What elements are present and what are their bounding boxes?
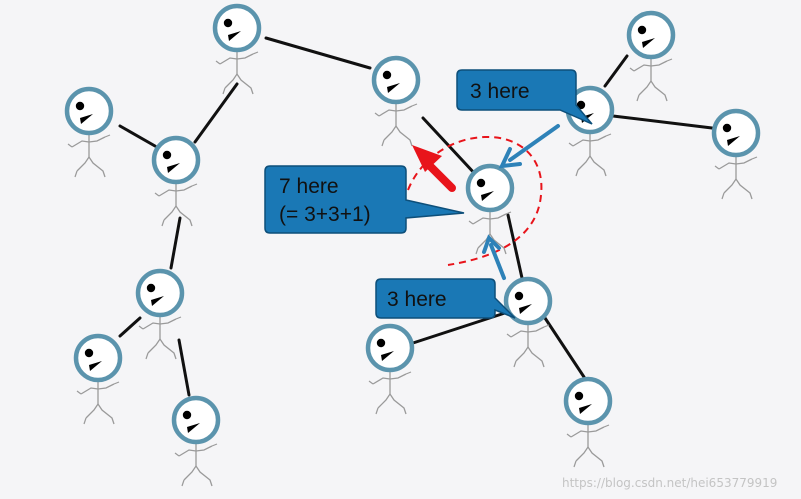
edge: [171, 218, 180, 268]
edge: [120, 318, 140, 336]
edge: [545, 318, 584, 377]
callout-7-here: 7 here (= 3+3+1): [265, 166, 464, 233]
edge: [613, 116, 712, 128]
person-icon: [67, 89, 111, 177]
callout-text-line2: (= 3+3+1): [279, 203, 371, 226]
person-icon: [174, 398, 218, 486]
callout-3-here-top: 3 here: [457, 70, 592, 124]
person-icon: [154, 138, 198, 226]
edge: [120, 126, 155, 146]
watermark-text: https://blog.csdn.net/hei653779919: [562, 476, 777, 490]
arrow-icon: [412, 145, 452, 188]
callout-text-line1: 7 here: [279, 175, 339, 198]
person-icon: [714, 111, 758, 199]
person-icon: [138, 271, 182, 359]
person-icon: [368, 326, 412, 414]
tree-nodes: [67, 6, 758, 486]
callout-text: 3 here: [470, 80, 530, 103]
arrow-icon: [502, 126, 558, 166]
person-icon: [506, 279, 550, 367]
person-icon: [215, 6, 259, 94]
person-icon: [374, 58, 418, 146]
arrow-icon: [484, 238, 504, 278]
person-icon: [566, 379, 610, 467]
edge: [508, 215, 522, 278]
callout-3-here-bottom: 3 here: [376, 279, 515, 318]
edge: [179, 340, 189, 395]
person-icon: [629, 13, 673, 101]
edge: [605, 56, 627, 86]
callout-text: 3 here: [387, 288, 447, 311]
edge: [195, 84, 237, 142]
person-icon: [76, 336, 120, 424]
edge: [266, 38, 370, 68]
